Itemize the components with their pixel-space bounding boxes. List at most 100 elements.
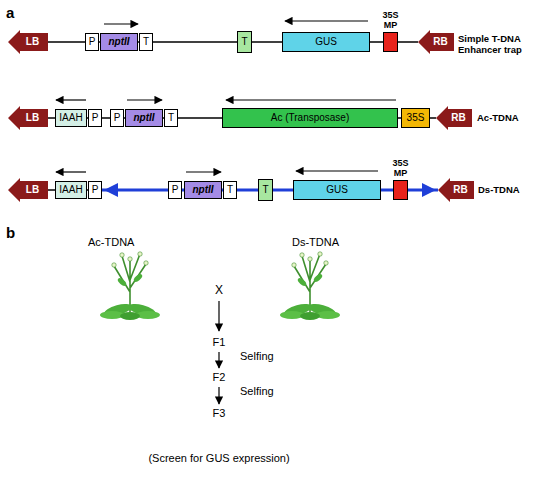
node-text: T xyxy=(168,113,174,123)
direction-arrow xyxy=(186,171,221,172)
node-text: T xyxy=(262,185,268,195)
direction-arrow xyxy=(296,170,378,171)
node-text: LB xyxy=(17,37,39,47)
border-arrow: LB xyxy=(8,178,48,202)
generation-arrow xyxy=(218,352,219,368)
backbone-line xyxy=(430,117,436,119)
direction-arrow xyxy=(56,99,86,100)
gene-box: T xyxy=(223,181,237,199)
gene-box: IAAH xyxy=(55,181,87,199)
node-text: P xyxy=(92,113,99,123)
promoter-box: 35S MP xyxy=(393,180,408,200)
text-label: F3 xyxy=(213,407,226,420)
gene-box: P xyxy=(88,181,102,199)
node-text: 35S MP xyxy=(378,11,404,31)
backbone-line xyxy=(252,41,282,43)
node-text: RB xyxy=(444,185,467,195)
plant-illustration xyxy=(280,252,340,320)
node-text: T xyxy=(241,37,247,47)
node-text: GUS xyxy=(326,185,348,195)
cross-arrows xyxy=(218,301,219,404)
direction-arrow xyxy=(104,23,138,24)
panel-letter: b xyxy=(6,224,15,241)
node-text: RB xyxy=(424,37,447,47)
gene-box: T xyxy=(237,31,252,53)
node-text: 35S xyxy=(407,113,425,123)
node-text: P xyxy=(114,113,121,123)
gene-box: P xyxy=(88,109,102,127)
node-text: GUS xyxy=(315,37,337,47)
gene-box: GUS xyxy=(282,32,370,52)
node-text: P xyxy=(172,185,179,195)
node-text: nptII xyxy=(108,37,129,47)
gene-box: Ac (Transposase) xyxy=(222,108,398,128)
gene-box: IAAH xyxy=(55,109,87,127)
plant-illustration xyxy=(100,252,160,320)
direction-arrow xyxy=(127,99,162,100)
direction-arrow xyxy=(56,171,86,172)
backbone-line xyxy=(48,189,55,191)
node-text: nptII xyxy=(133,113,154,123)
text-label: Simple T-DNA Enhancer trap xyxy=(458,34,530,56)
backbone-line xyxy=(102,117,110,119)
border-arrow: RB xyxy=(418,30,454,54)
text-label: Ac-TDNA xyxy=(88,236,134,249)
gene-box: 35S xyxy=(401,108,430,128)
node-text: LB xyxy=(17,185,39,195)
gene-box: GUS xyxy=(293,180,381,200)
node-text: Ac (Transposase) xyxy=(271,113,350,123)
gene-box: P xyxy=(168,181,182,199)
backbone-line xyxy=(398,41,418,43)
direction-arrow xyxy=(226,99,396,100)
backbone-line xyxy=(381,189,393,192)
border-arrow: LB xyxy=(8,106,48,130)
node-text: RB xyxy=(442,113,465,123)
gene-box: T xyxy=(258,179,273,201)
text-label: F2 xyxy=(213,371,226,384)
transposon-end xyxy=(104,183,118,197)
gene-box: P xyxy=(110,109,124,127)
text-label: X xyxy=(215,284,223,298)
generation-arrow xyxy=(218,387,219,404)
border-arrow: LB xyxy=(8,30,48,54)
gene-box: P xyxy=(85,33,99,51)
gene-box: nptII xyxy=(100,33,138,51)
border-arrow: RB xyxy=(438,178,474,202)
transposon-end xyxy=(422,183,436,197)
text-label: Ac-TDNA xyxy=(477,113,519,124)
node-text: 35S MP xyxy=(388,159,414,179)
backbone-line xyxy=(370,41,383,43)
node-text: LB xyxy=(17,113,39,123)
node-text: P xyxy=(92,185,99,195)
text-label: Selfing xyxy=(240,385,274,398)
direction-arrows xyxy=(56,21,396,172)
promoter-box: 35S MP xyxy=(383,32,398,52)
gene-box: T xyxy=(139,33,153,51)
border-arrow: RB xyxy=(436,106,472,130)
backbone-line xyxy=(273,189,293,192)
text-label: Selfing xyxy=(240,350,274,363)
backbone-line xyxy=(178,117,222,119)
backbone-line xyxy=(48,117,55,119)
node-text: T xyxy=(227,185,233,195)
backbone-line xyxy=(237,189,258,192)
gene-box: T xyxy=(164,109,178,127)
text-label: F1 xyxy=(213,336,226,349)
panel-letter: a xyxy=(6,4,14,21)
direction-arrow xyxy=(285,20,368,21)
gene-box: nptII xyxy=(125,109,163,127)
node-text: IAAH xyxy=(59,113,82,123)
node-text: nptII xyxy=(192,185,213,195)
backbone-line xyxy=(153,41,237,43)
gene-box: nptII xyxy=(184,181,222,199)
node-text: IAAH xyxy=(59,185,82,195)
node-text: P xyxy=(89,37,96,47)
text-label: Ds-TDNA xyxy=(478,185,520,196)
text-label: (Screen for GUS expression) xyxy=(148,452,289,465)
text-label: Ds-TDNA xyxy=(292,236,339,249)
generation-arrow xyxy=(218,301,219,331)
backbone-line xyxy=(48,41,85,43)
node-text: T xyxy=(143,37,149,47)
